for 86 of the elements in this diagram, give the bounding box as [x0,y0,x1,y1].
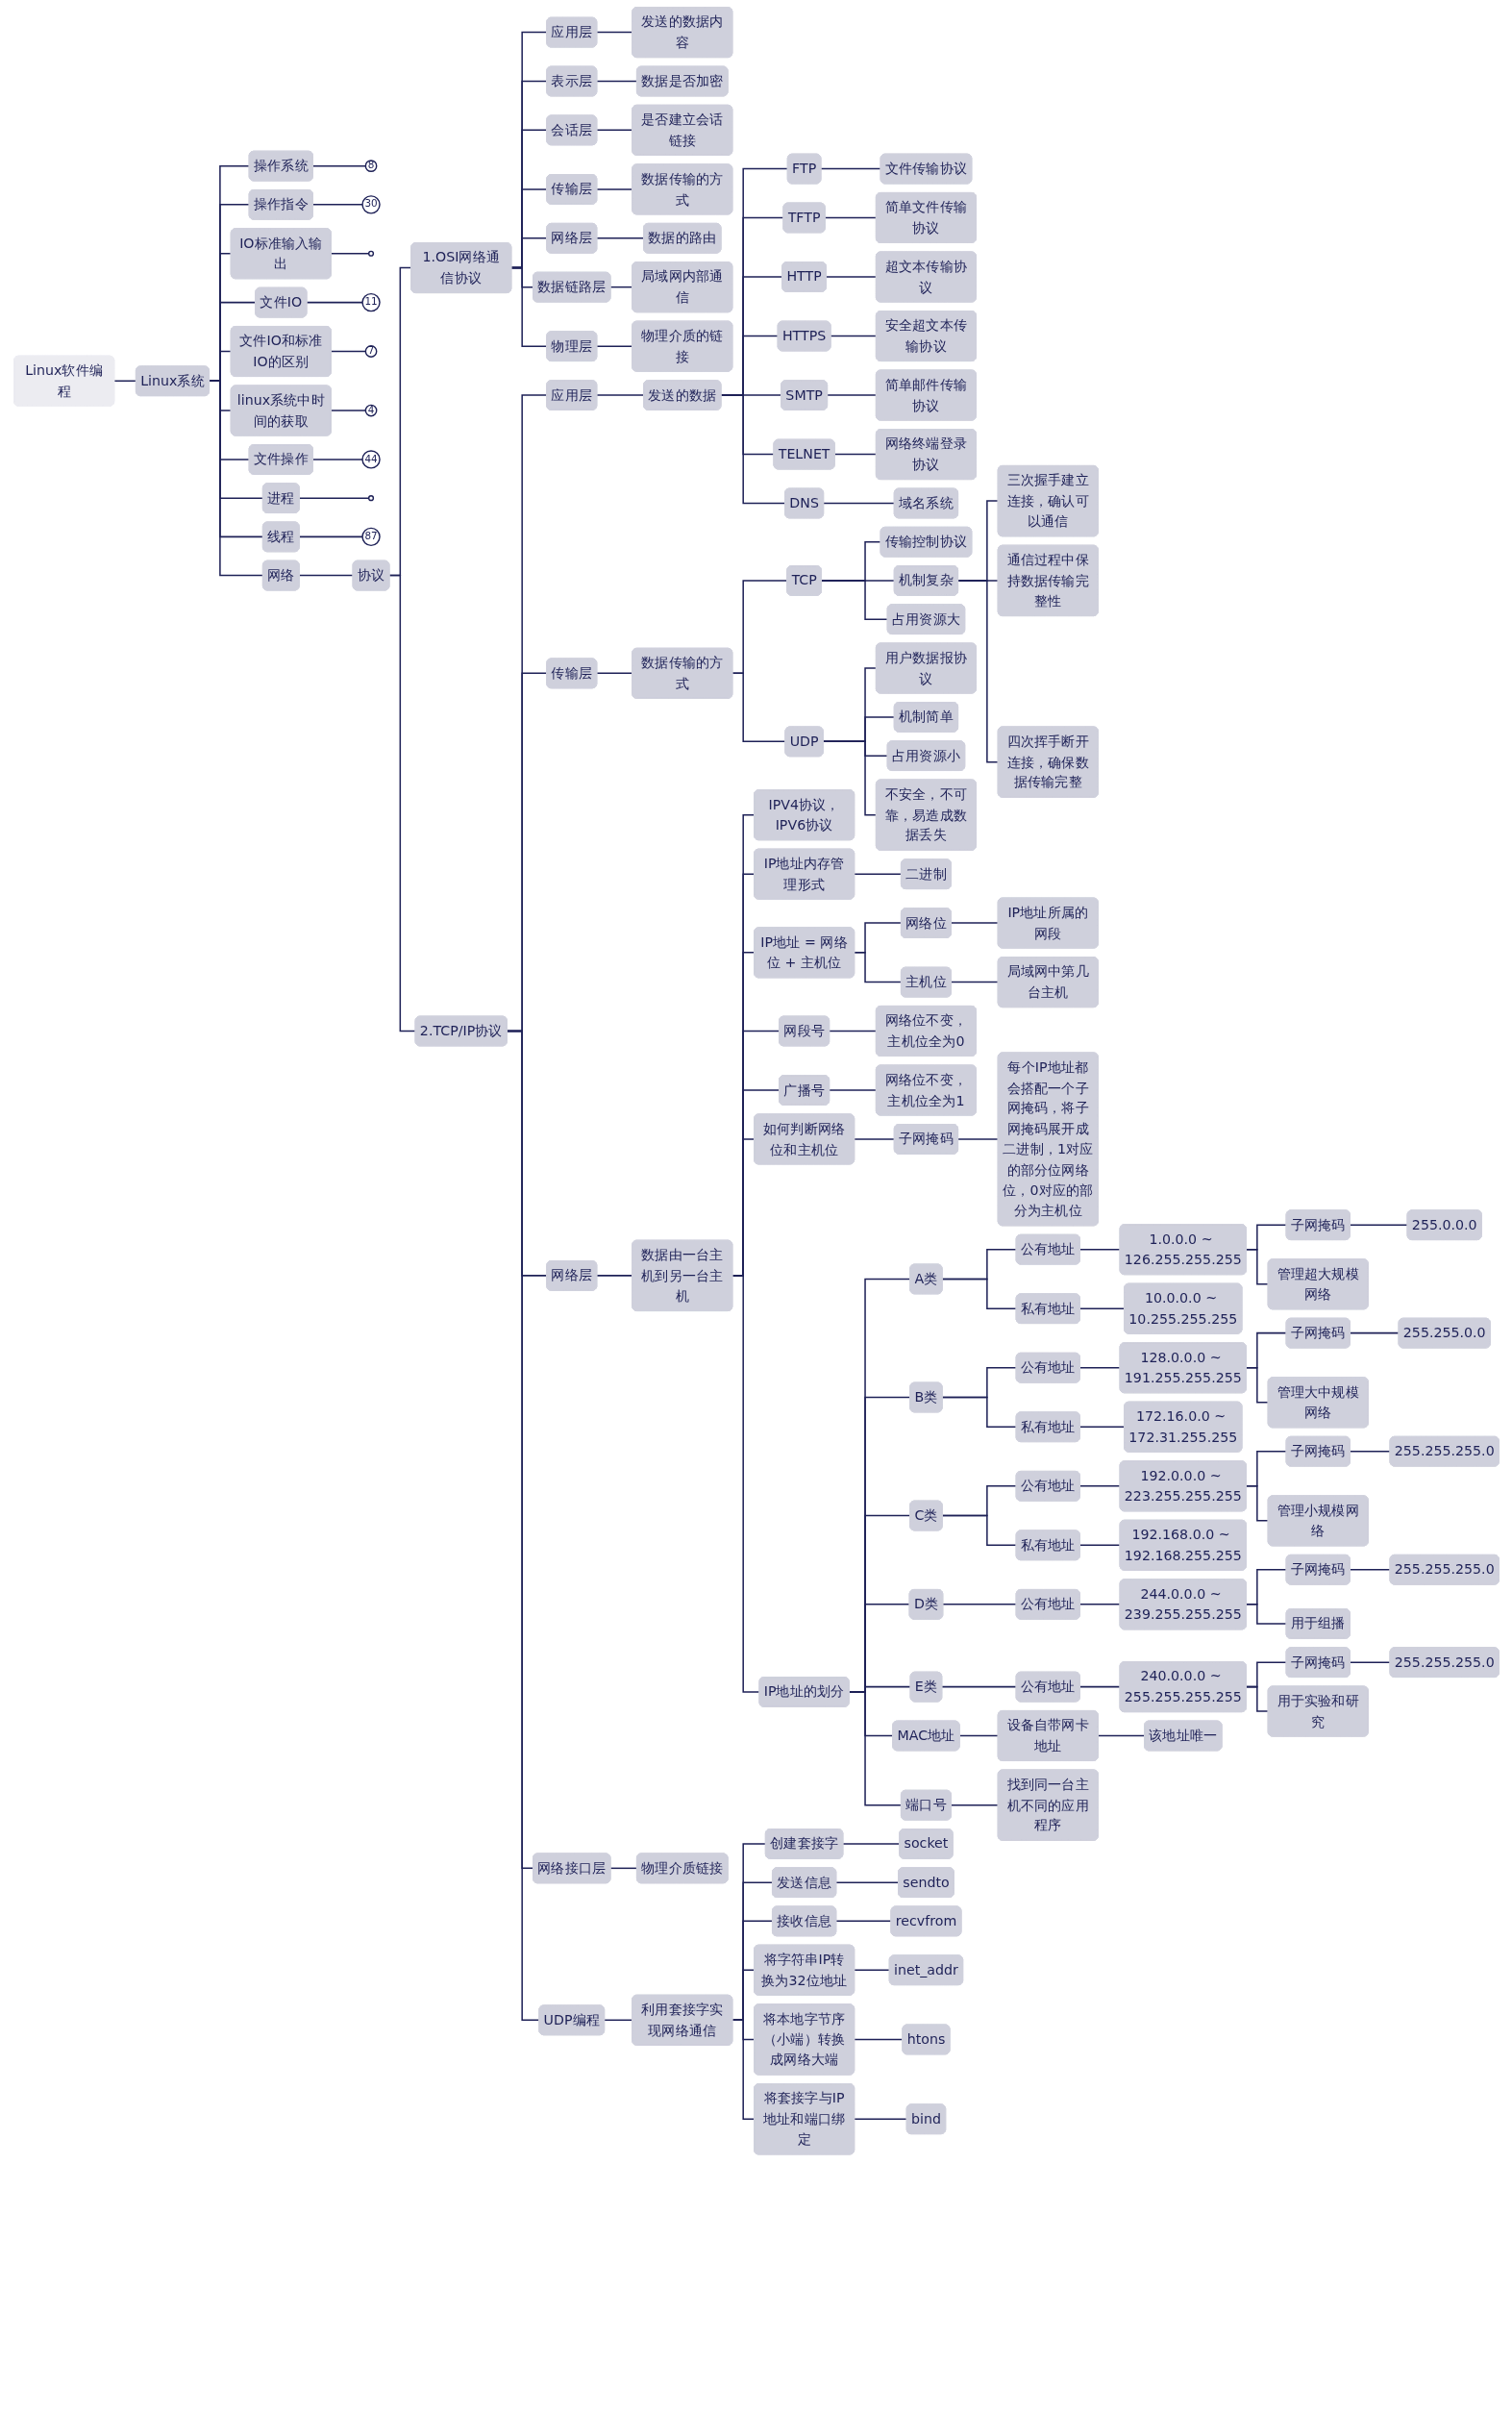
connector [731,2019,755,2120]
connector [1349,1661,1391,1663]
connector [1245,1248,1269,1285]
node-circle: 30 [360,195,381,214]
connector [1097,1734,1145,1737]
connector [833,453,877,456]
connector [819,167,881,170]
connector [1078,1426,1125,1428]
connector [731,672,786,743]
connector [950,1804,999,1806]
connector [853,2038,904,2041]
node-circle: 8 [364,160,377,172]
connector [1078,1604,1121,1605]
connector [853,2118,907,2120]
connector [941,1604,1017,1605]
connector [956,580,999,763]
connector [822,502,895,505]
node-circle: 7 [364,345,377,358]
node-circle [367,495,374,502]
connector [595,1275,632,1277]
node-circle: 44 [360,450,381,469]
connector [608,286,632,288]
connector [853,1138,895,1140]
connector [298,574,354,577]
connector [1349,1331,1400,1334]
connector [1078,1248,1121,1251]
connector [828,1030,877,1032]
connector [603,2019,632,2022]
connector [829,335,877,337]
connector [1078,1307,1125,1309]
connector [1245,1604,1287,1625]
connector [826,394,877,396]
connector [1245,1685,1269,1712]
connector [841,1843,900,1845]
connector [330,350,366,353]
connector [298,497,369,499]
connector [595,80,637,83]
connector [595,31,632,34]
connector [956,1138,999,1140]
connector [719,394,785,505]
connector [950,922,999,924]
connector [853,873,902,875]
connector [834,1920,892,1923]
connector [1349,1224,1408,1226]
connector [595,345,632,347]
connector [595,672,632,675]
connector [595,129,632,132]
connector [820,580,888,620]
connector [847,1691,902,1806]
connector [1078,1366,1121,1369]
connector [853,1969,890,1971]
connector [595,394,644,396]
connector [330,410,366,411]
connector [1349,1569,1391,1571]
connector [825,276,877,278]
connector [1078,1544,1121,1547]
connector [1245,1366,1269,1404]
connector [311,164,366,167]
connector [1349,1450,1391,1453]
connector [824,216,877,219]
node-circle: 4 [364,404,377,417]
connector [957,1734,999,1737]
connector [940,1396,1017,1428]
connector [208,380,263,577]
node-circle: 11 [360,292,381,312]
connector [595,237,644,239]
connector [112,380,136,383]
connector [941,1514,1017,1547]
connector [595,188,632,190]
connector [509,266,547,347]
connector [387,574,416,1032]
connector [828,1089,877,1091]
connector [506,1030,540,2022]
connector [1245,1485,1269,1522]
connector [1078,1485,1121,1487]
connector [940,1278,1017,1309]
node-circle: 87 [360,527,381,547]
connector [834,1881,899,1883]
connector [1078,1685,1121,1688]
node-circle [367,250,374,257]
connector [853,952,902,983]
connector [330,253,369,255]
connector [940,1685,1017,1688]
connector [608,1867,637,1870]
connector [822,740,877,816]
connector [950,981,999,983]
